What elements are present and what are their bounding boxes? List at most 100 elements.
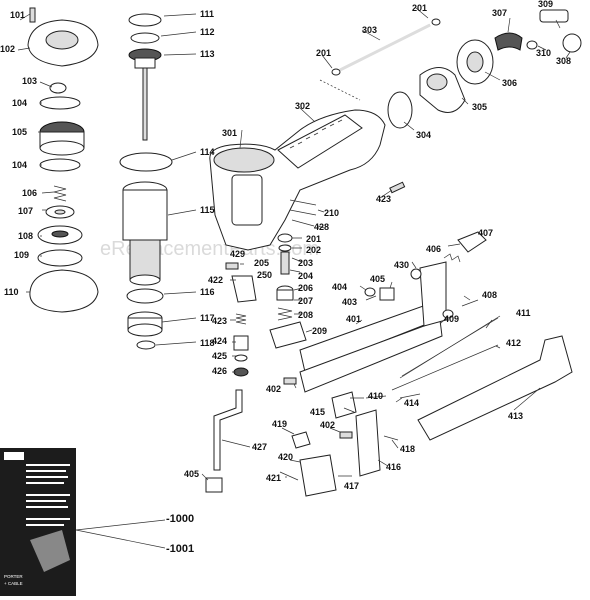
label-1000: -1000 bbox=[166, 513, 194, 525]
label-201-a: 201 bbox=[412, 3, 427, 13]
part-416 bbox=[355, 409, 381, 477]
label-413: 413 bbox=[508, 411, 523, 421]
label-205: 205 bbox=[254, 258, 269, 268]
rear-assembly bbox=[319, 7, 582, 131]
part-308 bbox=[562, 33, 582, 53]
label-201-c: 201 bbox=[306, 234, 321, 244]
label-207: 207 bbox=[298, 296, 313, 306]
part-113-driver bbox=[142, 67, 148, 141]
rear-leaders bbox=[321, 7, 571, 131]
label-406: 406 bbox=[426, 244, 441, 254]
label-408: 408 bbox=[482, 290, 497, 300]
part-116-ring bbox=[126, 288, 164, 304]
leader-1000 bbox=[75, 519, 166, 531]
part-424 bbox=[233, 335, 249, 351]
label-104-a: 104 bbox=[12, 98, 27, 108]
label-1001: -1001 bbox=[166, 543, 194, 555]
label-402-b: 402 bbox=[320, 420, 335, 430]
housing-leaders bbox=[239, 107, 316, 149]
label-414: 414 bbox=[404, 398, 419, 408]
assembly-dashed bbox=[319, 79, 361, 101]
label-113: 113 bbox=[200, 49, 215, 59]
part-409 bbox=[442, 309, 454, 319]
part-210-pin-2 bbox=[289, 209, 317, 216]
label-409: 409 bbox=[444, 314, 459, 324]
label-204: 204 bbox=[298, 271, 313, 281]
label-111: 111 bbox=[200, 9, 214, 19]
manual-brand-2: + CABLE bbox=[4, 581, 23, 586]
housing-assembly bbox=[209, 107, 386, 251]
part-407-latch bbox=[457, 231, 487, 253]
part-104-oring bbox=[39, 96, 81, 110]
label-306: 306 bbox=[502, 78, 517, 88]
label-304: 304 bbox=[416, 130, 431, 140]
label-112: 112 bbox=[200, 27, 215, 37]
linkage-assembly bbox=[201, 275, 257, 493]
label-102: 102 bbox=[0, 44, 15, 54]
part-305-inner bbox=[426, 73, 448, 91]
part-430 bbox=[410, 268, 422, 280]
label-417: 417 bbox=[344, 481, 359, 491]
label-416: 416 bbox=[386, 462, 401, 472]
magazine-leaders bbox=[281, 243, 541, 478]
label-422: 422 bbox=[208, 275, 223, 285]
grip-ribs bbox=[289, 119, 343, 149]
part-401-endplate bbox=[419, 261, 447, 327]
label-427: 427 bbox=[252, 442, 267, 452]
part-408-pin bbox=[461, 299, 479, 307]
part-401-rail bbox=[299, 319, 443, 393]
label-419: 419 bbox=[272, 419, 287, 429]
label-425: 425 bbox=[212, 351, 227, 361]
cylinder-assembly bbox=[119, 13, 197, 350]
label-423-a: 423 bbox=[376, 194, 391, 204]
part-423-spring bbox=[235, 313, 247, 325]
part-303-rod-fill bbox=[339, 23, 431, 72]
manual-tool-image bbox=[30, 530, 70, 572]
left-leaders bbox=[17, 13, 55, 293]
part-107-hole bbox=[54, 209, 66, 215]
label-430: 430 bbox=[394, 260, 409, 270]
part-114-oring bbox=[119, 152, 173, 172]
part-115-bottom bbox=[129, 274, 161, 286]
label-305: 305 bbox=[472, 102, 487, 112]
label-201-b: 201 bbox=[316, 48, 331, 58]
leader-1001 bbox=[75, 529, 166, 549]
part-418 bbox=[383, 435, 399, 441]
label-210: 210 bbox=[324, 208, 339, 218]
label-404: 404 bbox=[332, 282, 347, 292]
part-111-ring bbox=[128, 13, 162, 27]
part-115-lower bbox=[129, 239, 161, 281]
label-108: 108 bbox=[18, 231, 33, 241]
label-110: 110 bbox=[4, 287, 19, 297]
part-103 bbox=[49, 82, 67, 94]
label-302: 302 bbox=[295, 101, 310, 111]
manual-line-7 bbox=[26, 506, 68, 508]
label-405-a: 405 bbox=[370, 274, 385, 284]
part-301-cylinder-bore bbox=[213, 147, 275, 173]
label-403: 403 bbox=[342, 297, 357, 307]
cylinder-leaders bbox=[155, 13, 197, 346]
label-101: 101 bbox=[10, 10, 25, 20]
label-301: 301 bbox=[222, 128, 237, 138]
part-422 bbox=[231, 275, 257, 303]
label-118: 118 bbox=[200, 338, 215, 348]
manual-line-3 bbox=[26, 476, 68, 478]
manual-line-5 bbox=[26, 494, 70, 496]
part-201-top bbox=[431, 18, 441, 26]
label-104-b: 104 bbox=[12, 160, 27, 170]
part-304-gasket bbox=[387, 91, 413, 129]
label-423-b: 423 bbox=[212, 316, 227, 326]
part-428-pin bbox=[291, 219, 315, 227]
label-308: 308 bbox=[556, 56, 571, 66]
label-421: 421 bbox=[266, 473, 281, 483]
part-110-gasket bbox=[29, 269, 99, 313]
label-424: 424 bbox=[212, 336, 227, 346]
magazine-assembly bbox=[279, 231, 573, 497]
part-427-rod bbox=[213, 389, 243, 471]
part-208-spring bbox=[277, 307, 293, 321]
label-310: 310 bbox=[536, 48, 551, 58]
label-105: 105 bbox=[12, 127, 27, 137]
label-410: 410 bbox=[368, 391, 383, 401]
small-parts-center bbox=[225, 181, 406, 349]
